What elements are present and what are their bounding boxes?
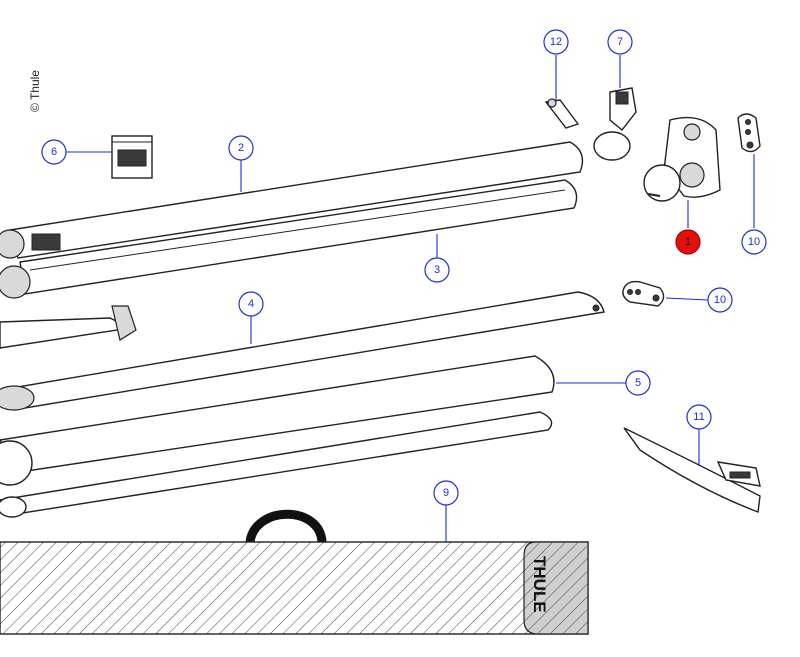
callout-10-upper-label: 10 xyxy=(748,236,760,248)
callout-2[interactable]: 2 xyxy=(228,135,254,161)
part-6-bracket xyxy=(111,135,153,179)
callout-1[interactable]: 1 xyxy=(675,229,701,255)
part-3-lead-rail xyxy=(0,179,578,299)
part-5-fabric-roll xyxy=(0,355,555,518)
callout-5-label: 5 xyxy=(635,377,641,389)
callout-5[interactable]: 5 xyxy=(625,370,651,396)
callout-7[interactable]: 7 xyxy=(607,29,633,55)
part-1-end-cap xyxy=(643,116,721,202)
brand-logo: THULE xyxy=(530,556,549,613)
part-7-arm-clamp xyxy=(593,87,637,161)
callout-9-label: 9 xyxy=(443,487,449,499)
part-11-rafter-arm xyxy=(623,427,761,513)
callout-6[interactable]: 6 xyxy=(41,139,67,165)
callout-6-label: 6 xyxy=(51,146,57,158)
callout-1-label: 1 xyxy=(685,236,691,248)
part-10-end-plate-lower xyxy=(622,280,665,307)
callout-4-label: 4 xyxy=(248,298,254,310)
part-9-cassette-housing: THULE xyxy=(0,509,589,635)
callout-12[interactable]: 12 xyxy=(543,29,569,55)
callout-12-label: 12 xyxy=(550,36,562,48)
part-12-clip xyxy=(544,98,580,129)
part-2-roller-tube xyxy=(0,141,584,259)
part-10-end-plate-upper xyxy=(737,113,761,153)
callout-11[interactable]: 11 xyxy=(686,404,712,430)
callout-3[interactable]: 3 xyxy=(424,257,450,283)
leader-lines xyxy=(66,55,755,542)
callout-9[interactable]: 9 xyxy=(433,480,459,506)
callout-3-label: 3 xyxy=(434,264,440,276)
callout-7-label: 7 xyxy=(617,36,623,48)
callout-11-label: 11 xyxy=(693,411,704,423)
part-4-front-bar xyxy=(0,291,605,411)
callout-10-lower-label: 10 xyxy=(714,294,726,306)
callout-4[interactable]: 4 xyxy=(238,291,264,317)
callout-2-label: 2 xyxy=(238,142,244,154)
callout-10-upper[interactable]: 10 xyxy=(741,229,767,255)
callout-10-lower[interactable]: 10 xyxy=(707,287,733,313)
